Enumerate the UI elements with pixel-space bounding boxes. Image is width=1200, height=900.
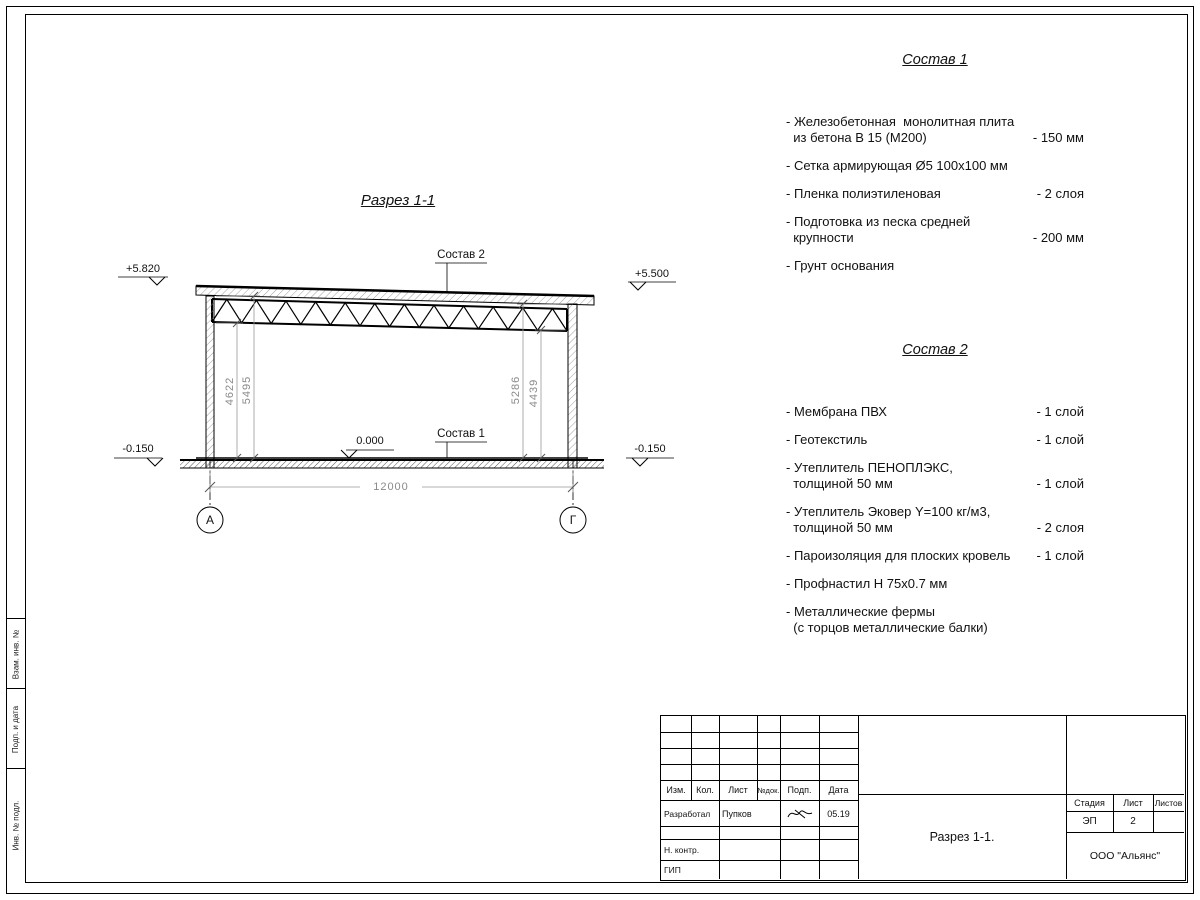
sheet-header: Лист	[1123, 797, 1143, 808]
list-item: - Геотекстиль - 1 слой	[786, 432, 1084, 448]
item-text: - Грунт основания	[786, 258, 895, 273]
item-value: - 2 слоя	[1036, 520, 1084, 535]
titleblock-line	[719, 716, 720, 879]
developer-name: Пупков	[722, 808, 752, 819]
titleblock-line	[858, 716, 859, 879]
item-text: - Утеплитель ПЕНОПЛЭКС, толщиной 50 мм	[786, 460, 953, 491]
sheet-frame	[25, 14, 1188, 883]
sostav1-heading: Состав 1	[902, 52, 968, 68]
item-value: - 1 слой	[1036, 432, 1084, 447]
titleblock-line	[661, 764, 858, 765]
item-text: - Геотекстиль	[786, 432, 868, 447]
sheets-header: Листов	[1154, 797, 1183, 808]
document-title: Разрез 1-1.	[929, 830, 995, 844]
titleblock-line	[691, 716, 692, 800]
rev-header-podp: Подп.	[787, 785, 812, 795]
frame-strip-cell: Взам. инв. №	[6, 618, 25, 689]
item-value: - 150 мм	[1032, 130, 1084, 145]
item-text: - Металлические фермы (с торцов металлич…	[786, 604, 988, 635]
item-value: - 1 слой	[1036, 476, 1084, 491]
frame-strip-cell: Подп. и дата	[6, 688, 25, 769]
rev-header-list: Лист	[728, 785, 748, 795]
developer-signature	[780, 801, 819, 826]
ncontrol-role: Н. контр.	[664, 844, 700, 855]
list-item: - Утеплитель ПЕНОПЛЭКС, толщиной 50 мм -…	[786, 460, 1084, 492]
rev-header-izm: Изм.	[666, 785, 686, 795]
materials-panel: Состав 1 - Железобетонная монолитная пли…	[786, 52, 1084, 648]
title-block: Изм. Кол. Лист №док. Подп. Дата Разработ…	[660, 715, 1186, 881]
rev-header-data: Дата	[828, 785, 849, 795]
rev-header-kol: Кол.	[696, 785, 714, 795]
list-item: - Подготовка из песка средней крупности …	[786, 214, 1084, 246]
titleblock-line	[858, 794, 1184, 795]
sostav2-heading: Состав 2	[902, 342, 968, 358]
list-item: - Грунт основания	[786, 258, 1084, 274]
titleblock-line	[661, 780, 858, 781]
sostav2-list: - Мембрана ПВХ - 1 слой - Геотекстиль - …	[786, 404, 1084, 636]
item-text: - Пленка полиэтиленовая	[786, 186, 941, 201]
signature-icon	[787, 809, 812, 818]
rev-header-doc: №док.	[757, 785, 780, 795]
frame-strip-label: Подп. и дата	[11, 705, 20, 753]
stage-value: ЭП	[1082, 816, 1097, 827]
item-text: - Профнастил Н 75х0.7 мм	[786, 576, 948, 591]
titleblock-line	[661, 860, 858, 861]
frame-strip-label: Взам. инв. №	[11, 629, 20, 679]
list-item: - Профнастил Н 75х0.7 мм	[786, 576, 1084, 592]
titleblock-line	[661, 839, 858, 840]
item-value: - 1 слой	[1036, 548, 1084, 563]
item-text: - Сетка армирующая Ø5 100x100 мм	[786, 158, 1008, 173]
item-text: - Подготовка из песка средней крупности	[786, 214, 971, 245]
titleblock-line	[661, 800, 858, 801]
frame-strip-cell: Инв. № подл.	[6, 768, 25, 881]
frame-strip-label: Инв. № подл.	[11, 800, 20, 850]
list-item: - Мембрана ПВХ - 1 слой	[786, 404, 1084, 420]
titleblock-line	[819, 716, 820, 879]
item-text: - Утеплитель Эковер Y=100 кг/м3, толщино…	[786, 504, 991, 535]
titleblock-line	[1066, 811, 1184, 812]
item-text: - Мембрана ПВХ	[786, 404, 887, 419]
section-title: Разрез 1-1	[360, 192, 436, 209]
titleblock-line	[661, 732, 858, 733]
list-item: - Пленка полиэтиленовая - 2 слоя	[786, 186, 1084, 202]
developer-role: Разработал	[664, 808, 711, 819]
stage-header: Стадия	[1074, 797, 1105, 808]
titleblock-line	[1113, 794, 1114, 832]
item-value: - 200 мм	[1032, 230, 1084, 245]
titleblock-line	[661, 748, 858, 749]
company-name: ООО "Альянс"	[1089, 849, 1161, 862]
titleblock-line	[780, 716, 781, 879]
developer-date: 05.19	[827, 808, 850, 819]
list-item: - Сетка армирующая Ø5 100x100 мм	[786, 158, 1084, 174]
item-text: - Пароизоляция для плоских кровель	[786, 548, 1011, 563]
titleblock-line	[1066, 832, 1184, 833]
titleblock-line	[757, 716, 758, 800]
gip-role: ГИП	[664, 864, 681, 875]
list-item: - Железобетонная монолитная плита из бет…	[786, 114, 1084, 146]
sostav1-list: - Железобетонная монолитная плита из бет…	[786, 114, 1084, 274]
list-item: - Утеплитель Эковер Y=100 кг/м3, толщино…	[786, 504, 1084, 536]
titleblock-line	[661, 826, 858, 827]
sheet-value: 2	[1130, 816, 1136, 827]
sheet-outer-border	[6, 6, 1194, 894]
item-text: - Железобетонная монолитная плита из бет…	[786, 114, 1015, 145]
item-value: - 2 слоя	[1036, 186, 1084, 201]
item-value: - 1 слой	[1036, 404, 1084, 419]
titleblock-line	[1153, 794, 1154, 832]
titleblock-line	[1066, 716, 1067, 879]
list-item: - Пароизоляция для плоских кровель - 1 с…	[786, 548, 1084, 564]
list-item: - Металлические фермы (с торцов металлич…	[786, 604, 1084, 636]
